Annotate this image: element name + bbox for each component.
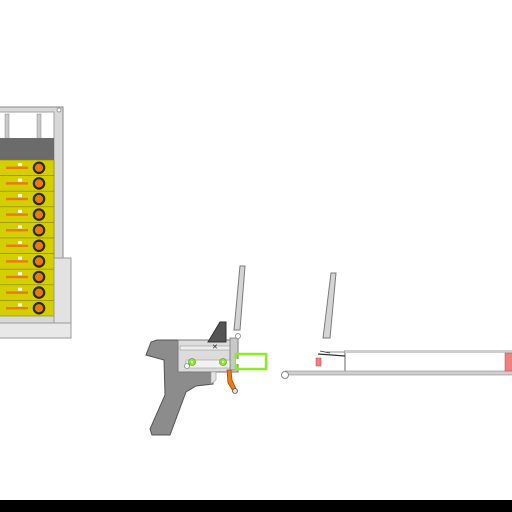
bolt-extension-inner bbox=[236, 359, 258, 364]
cartridge-stack bbox=[0, 159, 55, 317]
spring-tail bbox=[319, 350, 331, 354]
pistol-assembly[interactable]: ✕ bbox=[145, 321, 268, 436]
magazine-assembly[interactable] bbox=[0, 106, 72, 339]
trigger-guard-bit bbox=[210, 371, 217, 385]
ejected-plate-left[interactable] bbox=[233, 265, 246, 331]
cartridge bbox=[0, 300, 55, 317]
barrel-end-cap bbox=[281, 371, 289, 379]
cartridge bbox=[0, 190, 55, 208]
ejected-plate-right[interactable] bbox=[322, 272, 337, 339]
gear-icon bbox=[219, 358, 227, 366]
receiver-rail bbox=[179, 345, 237, 351]
bottom-bar bbox=[0, 500, 512, 512]
magazine-side-plate bbox=[53, 257, 72, 325]
red-marker-left bbox=[315, 357, 322, 367]
magazine-pin bbox=[56, 107, 62, 113]
spring-icon bbox=[317, 353, 346, 357]
gear-icon bbox=[188, 358, 196, 366]
cartridge bbox=[0, 268, 55, 286]
hammer-block[interactable] bbox=[207, 321, 227, 343]
trigger[interactable] bbox=[226, 369, 237, 392]
cartridge bbox=[0, 253, 55, 270]
red-marker-right bbox=[504, 352, 512, 372]
barrel-tube-bottom-edge bbox=[284, 370, 512, 376]
pivot-pin-bottom bbox=[184, 363, 190, 369]
cartridge bbox=[0, 222, 55, 239]
cartridge bbox=[0, 237, 55, 254]
barrel-tube-top-edge bbox=[345, 350, 512, 353]
pivot-pin-top bbox=[235, 333, 241, 339]
cartridge bbox=[0, 175, 55, 192]
magazine-follower bbox=[0, 138, 54, 160]
barrel-assembly[interactable] bbox=[281, 350, 512, 379]
trigger-pin bbox=[232, 388, 238, 394]
hammer-mark: ✕ bbox=[212, 343, 218, 351]
cartridge bbox=[0, 284, 55, 301]
magazine-base-plate bbox=[0, 322, 72, 339]
barrel-tube bbox=[344, 350, 512, 374]
cartridge bbox=[0, 206, 55, 223]
cartridge bbox=[0, 159, 55, 176]
